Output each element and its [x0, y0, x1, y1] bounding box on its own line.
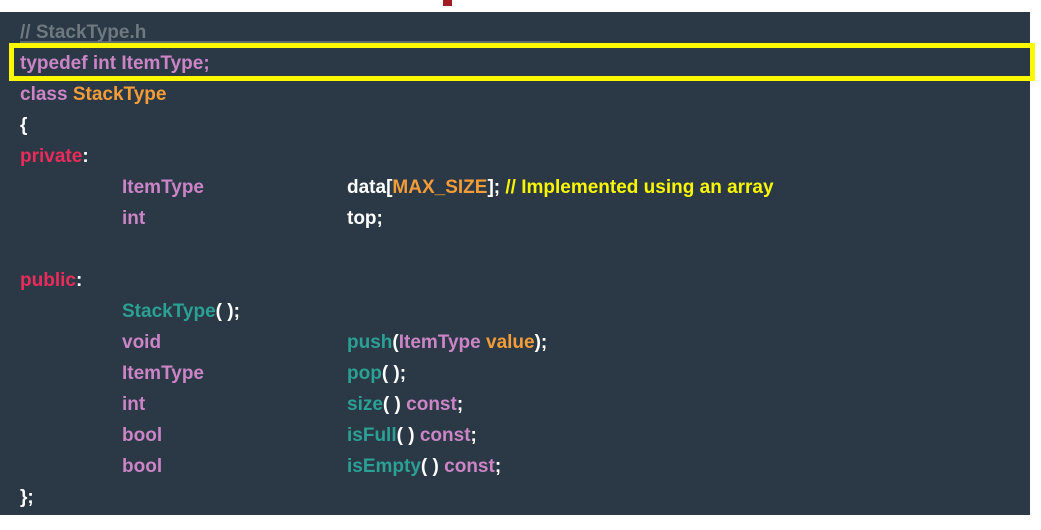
code-line-push: void push(ItemType value); [0, 327, 1030, 358]
code-token: ( ); [381, 363, 407, 384]
top-red-mark [443, 0, 452, 6]
code-column-2: ItemType [122, 172, 204, 203]
code-column-2: ItemType [122, 358, 204, 389]
code-token: class [20, 84, 73, 105]
code-line-data-member: ItemType data[MAX_SIZE]; // Implemented u… [0, 172, 1030, 203]
code-token: public [20, 270, 76, 291]
code-column-2: int [122, 203, 145, 234]
code-token: ( ); [215, 301, 240, 322]
code-token: private [20, 146, 83, 167]
code-line-constructor: StackType( ); [0, 296, 1030, 327]
code-token: ItemType [122, 363, 205, 384]
code-token: int [122, 394, 146, 415]
code-token: int [122, 208, 146, 229]
code-token: ); [534, 332, 548, 353]
code-token: MAX_SIZE [392, 177, 488, 198]
code-column-3: data[MAX_SIZE]; // Implemented using an … [347, 172, 774, 203]
code-token: ( ) [396, 425, 420, 446]
code-token: // Implemented using an array [505, 177, 774, 198]
code-token: const [406, 394, 457, 415]
code-line-pop: ItemType pop( ); [0, 358, 1030, 389]
code-column-1: public: [20, 265, 82, 296]
code-token: push [347, 332, 393, 353]
code-token: { [20, 115, 28, 136]
code-column-3: isEmpty( ) const; [347, 451, 501, 482]
code-column-3: top; [347, 203, 383, 234]
code-column-2: int [122, 389, 145, 420]
code-token: StackType [122, 301, 216, 322]
code-line-public: public: [0, 265, 1030, 296]
code-column-2: StackType( ); [122, 296, 240, 327]
code-token: StackType [72, 84, 167, 105]
code-line-open-brace: { [0, 110, 1030, 141]
code-token: top; [347, 208, 383, 229]
code-line-private: private: [0, 141, 1030, 172]
code-token: // StackType.h [20, 22, 147, 43]
code-lines: // StackType.h typedef int ItemType; class… [0, 17, 1030, 515]
code-token: : [75, 270, 83, 291]
code-token: value [486, 332, 535, 353]
code-column-3: size( ) const; [347, 389, 463, 420]
code-token: const [444, 456, 495, 477]
code-line-class: class StackType [0, 79, 1030, 110]
code-column-3: isFull( ) const; [347, 420, 477, 451]
code-token: }; [20, 487, 34, 508]
code-column-1: { [20, 110, 27, 141]
code-token: ]; [487, 177, 506, 198]
code-token: const [419, 425, 471, 446]
code-token: void [122, 332, 162, 353]
code-column-1: private: [20, 141, 89, 172]
code-line-top-member: int top; [0, 203, 1030, 234]
code-token: isFull [347, 425, 397, 446]
code-token: typedef int ItemType; [20, 53, 210, 74]
code-token: ( ) [420, 456, 445, 477]
code-line-blank [0, 234, 1030, 265]
code-column-2: bool [122, 420, 162, 451]
code-token: ItemType [122, 177, 205, 198]
code-token: ; [456, 394, 464, 415]
code-token: bool [122, 456, 163, 477]
code-token: ; [494, 456, 502, 477]
code-column-2: bool [122, 451, 162, 482]
code-token: isEmpty [347, 456, 421, 477]
code-column-3: pop( ); [347, 358, 406, 389]
code-block: // StackType.h typedef int ItemType; class… [0, 12, 1035, 515]
code-token: bool [122, 425, 163, 446]
code-line-isempty: bool isEmpty( ) const; [0, 451, 1030, 482]
code-line-typedef: typedef int ItemType; [0, 48, 1030, 79]
code-column-3: push(ItemType value); [347, 327, 547, 358]
code-line-file-comment: // StackType.h [0, 17, 1030, 48]
code-column-1: // StackType.h [20, 17, 146, 48]
code-token: size [347, 394, 383, 415]
code-column-1: }; [20, 482, 34, 513]
code-column-2: void [122, 327, 161, 358]
code-column-1: class StackType [20, 79, 166, 110]
code-line-isfull: bool isFull( ) const; [0, 420, 1030, 451]
code-token: pop [347, 363, 382, 384]
file-comment-underline [20, 41, 560, 43]
code-token: : [82, 146, 89, 167]
code-token: ( [392, 332, 399, 353]
code-token: data[ [347, 177, 393, 198]
code-token: ; [470, 425, 477, 446]
code-line-close-brace: }; [0, 482, 1030, 513]
code-token: ( ) [382, 394, 407, 415]
code-column-1: typedef int ItemType; [20, 48, 210, 79]
code-line-size: int size( ) const; [0, 389, 1030, 420]
code-token: ItemType [398, 332, 486, 353]
